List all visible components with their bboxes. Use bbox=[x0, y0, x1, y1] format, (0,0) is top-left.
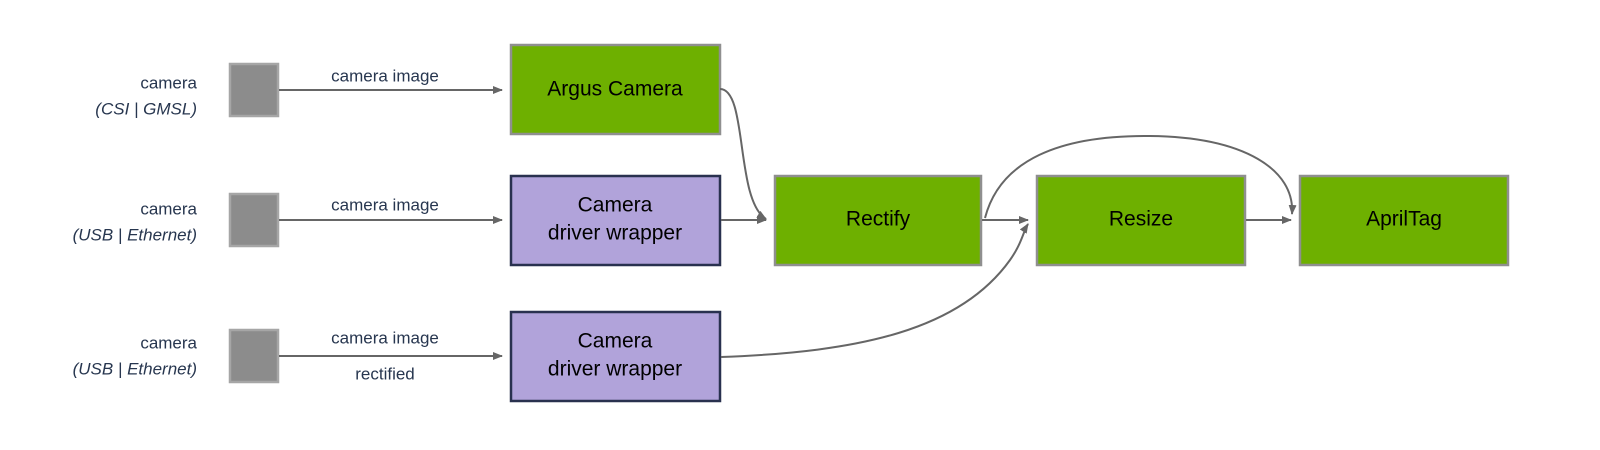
node-rectify[interactable] bbox=[773, 174, 983, 267]
source-label-usb-ethernet-2-line2: (USB | Ethernet) bbox=[73, 359, 197, 378]
edge-label-camera-image-middle: camera image bbox=[331, 195, 439, 214]
source-label-usb-ethernet-2-line1: camera bbox=[140, 333, 197, 352]
edge-rectify-to-apriltag-arc bbox=[984, 134, 1297, 219]
source-label-usb-ethernet-1-line1: camera bbox=[140, 199, 197, 218]
node-label-camera-driver-wrapper-1-line2: driver wrapper bbox=[548, 222, 682, 245]
source-node-usb-ethernet-2[interactable] bbox=[228, 328, 280, 384]
node-label-camera-driver-wrapper-1-line1: Camera bbox=[578, 194, 653, 217]
node-label-resize: Resize bbox=[1109, 208, 1173, 231]
node-apriltag[interactable] bbox=[1298, 174, 1510, 267]
node-camera-driver-wrapper-1[interactable] bbox=[509, 174, 722, 267]
source-label-csi-gmsl-line2: (CSI | GMSL) bbox=[95, 99, 197, 118]
edge-label-camera-image-top: camera image bbox=[331, 66, 439, 85]
node-label-argus-camera: Argus Camera bbox=[547, 78, 683, 101]
edge-argus-to-rectify bbox=[719, 88, 767, 220]
node-label-camera-driver-wrapper-2-line2: driver wrapper bbox=[548, 358, 682, 381]
node-label-camera-driver-wrapper-2-line1: Camera bbox=[578, 330, 653, 353]
node-label-apriltag: AprilTag bbox=[1366, 208, 1442, 231]
source-label-csi-gmsl-line1: camera bbox=[140, 73, 197, 92]
node-camera-driver-wrapper-2[interactable] bbox=[509, 310, 722, 403]
source-label-usb-ethernet-1-line2: (USB | Ethernet) bbox=[73, 225, 197, 244]
source-node-csi-gmsl[interactable] bbox=[228, 62, 280, 118]
node-resize[interactable] bbox=[1035, 174, 1247, 267]
source-node-usb-ethernet-1[interactable] bbox=[228, 192, 280, 248]
edge-driver-wrapper-2-to-resize bbox=[720, 223, 1029, 358]
edge-label-rectified-bottom: rectified bbox=[355, 364, 415, 383]
node-label-rectify: Rectify bbox=[846, 208, 911, 231]
edge-label-camera-image-bottom: camera image bbox=[331, 328, 439, 347]
